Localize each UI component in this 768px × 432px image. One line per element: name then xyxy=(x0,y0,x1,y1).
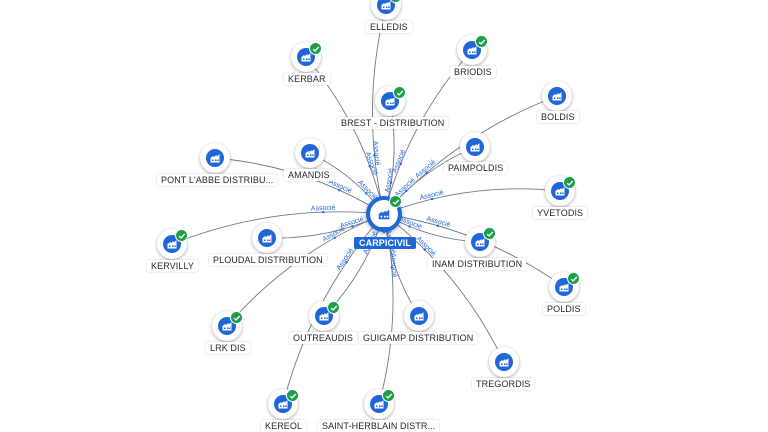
edge-label-brest: Associé xyxy=(384,168,395,193)
edge-arrow-poldis xyxy=(436,224,440,227)
building-icon xyxy=(542,81,572,111)
node-label: KERVILLY xyxy=(147,260,198,272)
edge-yvetodis xyxy=(383,188,561,215)
node-label: BOLDIS xyxy=(537,111,579,123)
building-icon xyxy=(295,138,325,168)
node-label: OUTREAUDIS xyxy=(289,332,358,344)
node-label: YVETODIS xyxy=(533,207,588,219)
verified-check-icon xyxy=(175,229,188,242)
edge-arrow-inam xyxy=(408,225,411,228)
node-label: KEREOL xyxy=(261,420,307,432)
edge-tregordis xyxy=(383,213,505,363)
verified-check-icon xyxy=(393,86,406,99)
edge-arrow-lrkdis xyxy=(333,236,336,239)
verified-check-icon xyxy=(327,301,340,314)
verified-check-icon xyxy=(475,35,488,48)
verified-check-icon xyxy=(567,272,580,285)
edge-arrow-paimpoldis xyxy=(405,189,408,193)
edge-label-saintherblain: Associé xyxy=(389,253,398,278)
node-label: POLDIS xyxy=(543,303,585,315)
node-label: AMANDIS xyxy=(284,169,334,181)
edge-arrow-kerbar xyxy=(368,165,371,168)
node-label: BREST - DISTRIBUTION xyxy=(337,117,449,129)
node-label: LRK DIS xyxy=(206,342,250,354)
verified-check-icon xyxy=(389,195,402,208)
node-label: GUIGAMP DISTRIBUTION xyxy=(359,332,478,344)
edge-arrow-brest xyxy=(389,181,393,184)
center-building-icon xyxy=(366,196,402,234)
building-icon xyxy=(460,132,490,162)
edge-label-elledis: Associé xyxy=(371,141,380,166)
edge-arrow-elledis xyxy=(373,154,376,157)
edge-saintherblain xyxy=(378,213,394,405)
verified-check-icon xyxy=(230,311,243,324)
edge-lrkdis xyxy=(226,213,385,327)
edge-arrow-pontlabbe xyxy=(338,188,341,192)
edge-label-lrkdis: Associé xyxy=(321,225,346,243)
edge-arrow-yvetodis xyxy=(430,197,434,201)
edge-arrow-briodis xyxy=(399,162,402,166)
node-label: INAM DISTRIBUTION xyxy=(428,258,527,270)
building-icon xyxy=(291,42,321,72)
edge-kervilly xyxy=(171,211,385,245)
node-label: PONT L'ABBE DISTRIBU... xyxy=(157,174,278,186)
building-icon xyxy=(404,301,434,331)
building-icon xyxy=(157,229,187,259)
node-label: PAIMPOLDIS xyxy=(444,162,508,174)
edge-label-tregordis: Associé xyxy=(415,235,437,257)
edge-arrow-kervilly xyxy=(321,210,325,214)
edge-arrow-amandis xyxy=(365,192,368,195)
edge-arrow-ploudal xyxy=(351,225,354,228)
node-label: KERBAR xyxy=(284,73,330,85)
node-label: BRIODIS xyxy=(450,66,496,78)
verified-check-icon xyxy=(483,227,496,240)
node-label: TREGORDIS xyxy=(472,378,535,390)
node-label: ELLEDIS xyxy=(366,21,412,33)
verified-check-icon xyxy=(309,42,322,55)
edge-arrow-saintherblain xyxy=(390,266,393,269)
edge-arrow-kereol xyxy=(345,261,348,264)
node-label: PLOUDAL DISTRIBUTION xyxy=(209,254,327,266)
building-icon xyxy=(252,223,282,253)
edge-arrow-tregordis xyxy=(423,248,426,251)
edge-label-kereol: Associé xyxy=(336,247,356,271)
verified-check-icon xyxy=(382,389,395,402)
building-icon xyxy=(489,347,519,377)
edge-label-poldis: Associé xyxy=(426,216,452,230)
center-node-label: CARPICIVIL xyxy=(354,237,417,249)
building-icon xyxy=(200,143,230,173)
verified-check-icon xyxy=(286,389,299,402)
verified-check-icon xyxy=(563,176,576,189)
building-icon xyxy=(457,35,487,65)
node-label: SAINT-HERBLAIN DISTR... xyxy=(318,420,440,432)
building-icon xyxy=(371,0,401,20)
edge-label-kervilly: Associé xyxy=(311,205,336,213)
